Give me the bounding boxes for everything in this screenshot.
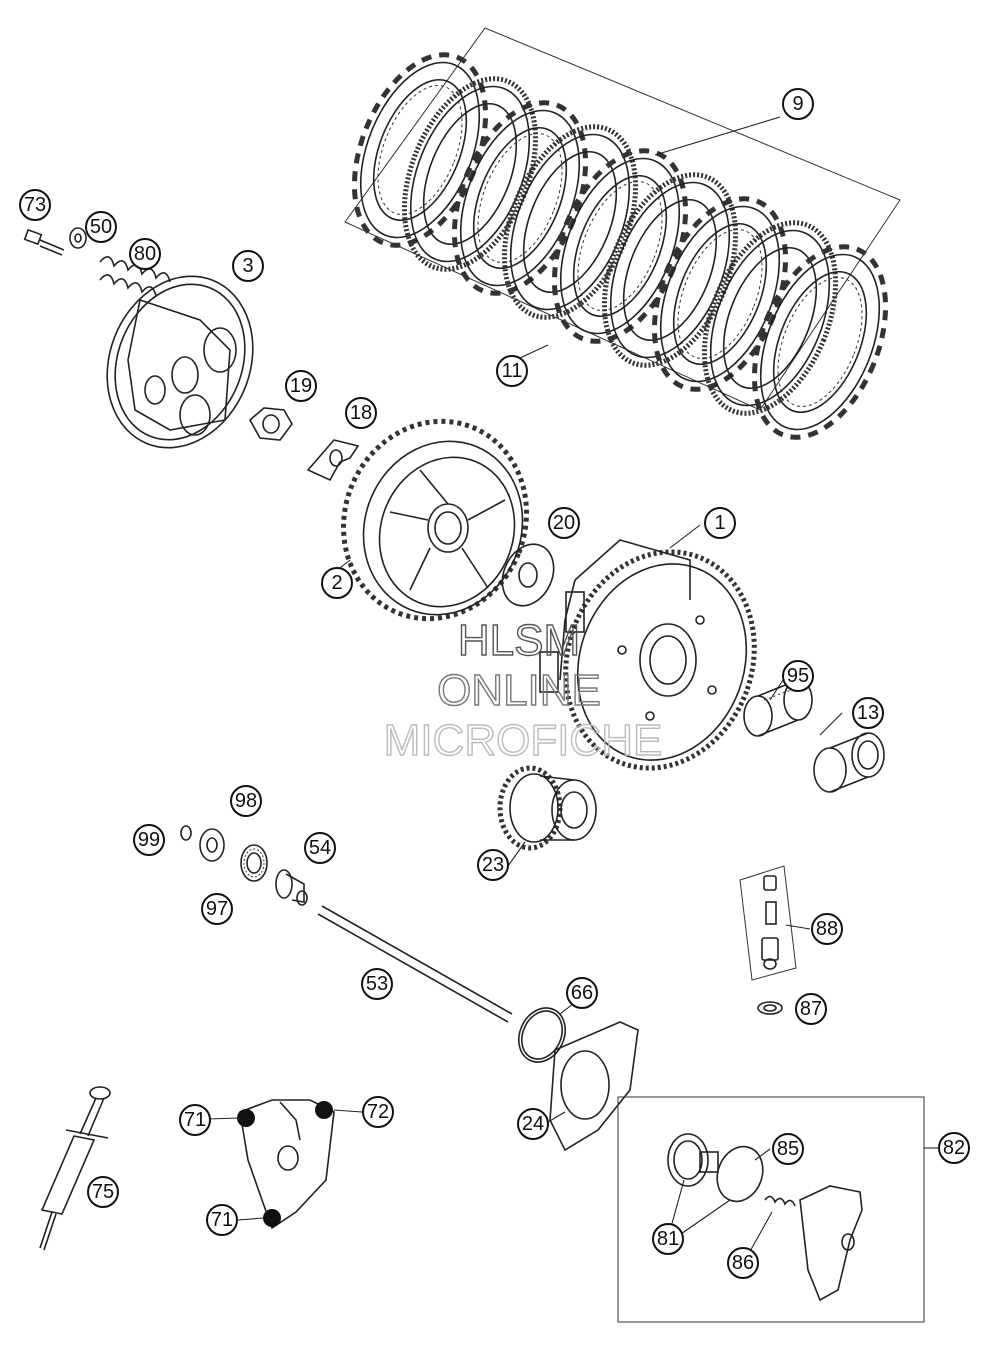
svg-text:97: 97 bbox=[206, 898, 228, 920]
part-washer-87 bbox=[757, 1001, 783, 1015]
svg-text:72: 72 bbox=[367, 1101, 389, 1123]
svg-text:99: 99 bbox=[138, 829, 160, 851]
svg-text:11: 11 bbox=[502, 360, 523, 382]
svg-text:19: 19 bbox=[290, 375, 312, 397]
svg-text:24: 24 bbox=[522, 1113, 544, 1135]
watermark-line-3: MICROFICHE bbox=[384, 716, 663, 765]
svg-text:18: 18 bbox=[350, 402, 372, 424]
callout-82: 82 bbox=[938, 1132, 970, 1164]
svg-text:71: 71 bbox=[184, 1109, 206, 1131]
clutch-disc bbox=[551, 148, 689, 344]
clutch-disc bbox=[651, 196, 789, 392]
clutch-disc bbox=[451, 100, 589, 296]
callout-88: 88 bbox=[811, 913, 843, 945]
callout-72: 72 bbox=[362, 1096, 394, 1128]
part-inner-hub bbox=[341, 418, 529, 622]
callout-85: 85 bbox=[772, 1133, 804, 1165]
callout-2: 2 bbox=[321, 567, 353, 599]
part-bearing-97 bbox=[240, 844, 268, 882]
svg-text:2: 2 bbox=[331, 572, 342, 594]
svg-text:98: 98 bbox=[235, 790, 257, 812]
part-lockwasher-18 bbox=[306, 439, 360, 482]
callout-81: 81 bbox=[652, 1223, 684, 1255]
callout-13: 13 bbox=[852, 697, 884, 729]
part-slave-cylinder-assembly bbox=[617, 1096, 925, 1323]
svg-text:13: 13 bbox=[857, 702, 879, 724]
callout-24: 24 bbox=[517, 1108, 549, 1140]
svg-text:82: 82 bbox=[943, 1137, 965, 1159]
part-gasket-24 bbox=[549, 1021, 639, 1152]
part-clutch-basket bbox=[539, 539, 757, 771]
svg-text:73: 73 bbox=[24, 194, 46, 216]
part-primary-gear-23 bbox=[497, 765, 597, 851]
watermark-line-1: HLSM bbox=[458, 616, 580, 665]
callout-18: 18 bbox=[345, 397, 377, 429]
part-slave-cylinder-cover bbox=[237, 1099, 335, 1230]
svg-text:1: 1 bbox=[714, 512, 725, 534]
callout-95: 95 bbox=[782, 660, 814, 692]
callout-99: 99 bbox=[133, 824, 165, 856]
callout-1: 1 bbox=[704, 507, 736, 539]
svg-text:85: 85 bbox=[777, 1138, 799, 1160]
callout-20: 20 bbox=[548, 507, 580, 539]
part-pressure-piece-54 bbox=[275, 869, 308, 906]
part-bolt-73 bbox=[23, 228, 65, 256]
svg-text:86: 86 bbox=[732, 1252, 754, 1274]
svg-text:20: 20 bbox=[553, 512, 575, 534]
part-bleeder-88 bbox=[739, 865, 797, 981]
svg-text:9: 9 bbox=[792, 93, 803, 115]
part-washer-98 bbox=[199, 828, 225, 862]
part-o-ring-66 bbox=[518, 1007, 566, 1063]
svg-text:71: 71 bbox=[211, 1209, 233, 1231]
part-bleed-syringe-75 bbox=[39, 1086, 111, 1251]
svg-text:95: 95 bbox=[787, 665, 809, 687]
callout-98: 98 bbox=[230, 785, 262, 817]
svg-text:54: 54 bbox=[309, 837, 331, 859]
callout-9: 9 bbox=[782, 88, 814, 120]
callout-87: 87 bbox=[795, 993, 827, 1025]
part-circlip-99 bbox=[180, 825, 192, 841]
callout-23: 23 bbox=[477, 849, 509, 881]
clutch-disc bbox=[601, 172, 739, 368]
callout-66: 66 bbox=[566, 977, 598, 1009]
svg-text:3: 3 bbox=[242, 255, 253, 277]
callout-50: 50 bbox=[85, 211, 117, 243]
svg-text:53: 53 bbox=[366, 973, 388, 995]
callout-11: 11 bbox=[496, 355, 528, 387]
part-thrust-washer-20 bbox=[501, 543, 555, 607]
callout-73: 73 bbox=[19, 189, 51, 221]
callout-19: 19 bbox=[285, 370, 317, 402]
svg-text:50: 50 bbox=[90, 216, 112, 238]
callout-53: 53 bbox=[361, 968, 393, 1000]
watermark: HLSM ONLINE MICROFICHE bbox=[383, 615, 663, 765]
callout-54: 54 bbox=[304, 832, 336, 864]
part-bushing-13 bbox=[813, 732, 885, 793]
part-push-rod-53 bbox=[317, 905, 513, 1023]
watermark-line-2: ONLINE bbox=[437, 666, 601, 715]
clutch-disc bbox=[751, 244, 889, 440]
clutch-disc bbox=[351, 52, 489, 248]
callout-71-bottom: 71 bbox=[206, 1204, 238, 1236]
callout-86: 86 bbox=[727, 1247, 759, 1279]
part-washer-50 bbox=[69, 227, 87, 249]
clutch-disc bbox=[701, 220, 839, 416]
svg-text:80: 80 bbox=[134, 243, 156, 265]
callout-80: 80 bbox=[129, 238, 161, 270]
svg-text:81: 81 bbox=[657, 1228, 679, 1250]
callout-97: 97 bbox=[201, 893, 233, 925]
svg-text:75: 75 bbox=[92, 1181, 114, 1203]
callout-3: 3 bbox=[232, 250, 264, 282]
callout-71-top: 71 bbox=[179, 1104, 211, 1136]
part-nut-19 bbox=[248, 407, 293, 441]
clutch-disc bbox=[501, 124, 639, 320]
part-pressure-cap bbox=[106, 275, 254, 449]
part-clutch-disc-stack bbox=[344, 27, 901, 440]
svg-text:23: 23 bbox=[482, 854, 504, 876]
svg-text:87: 87 bbox=[800, 998, 822, 1020]
svg-text:88: 88 bbox=[816, 918, 838, 940]
callout-75: 75 bbox=[87, 1176, 119, 1208]
clutch-disc bbox=[401, 76, 539, 272]
svg-text:66: 66 bbox=[571, 982, 593, 1004]
